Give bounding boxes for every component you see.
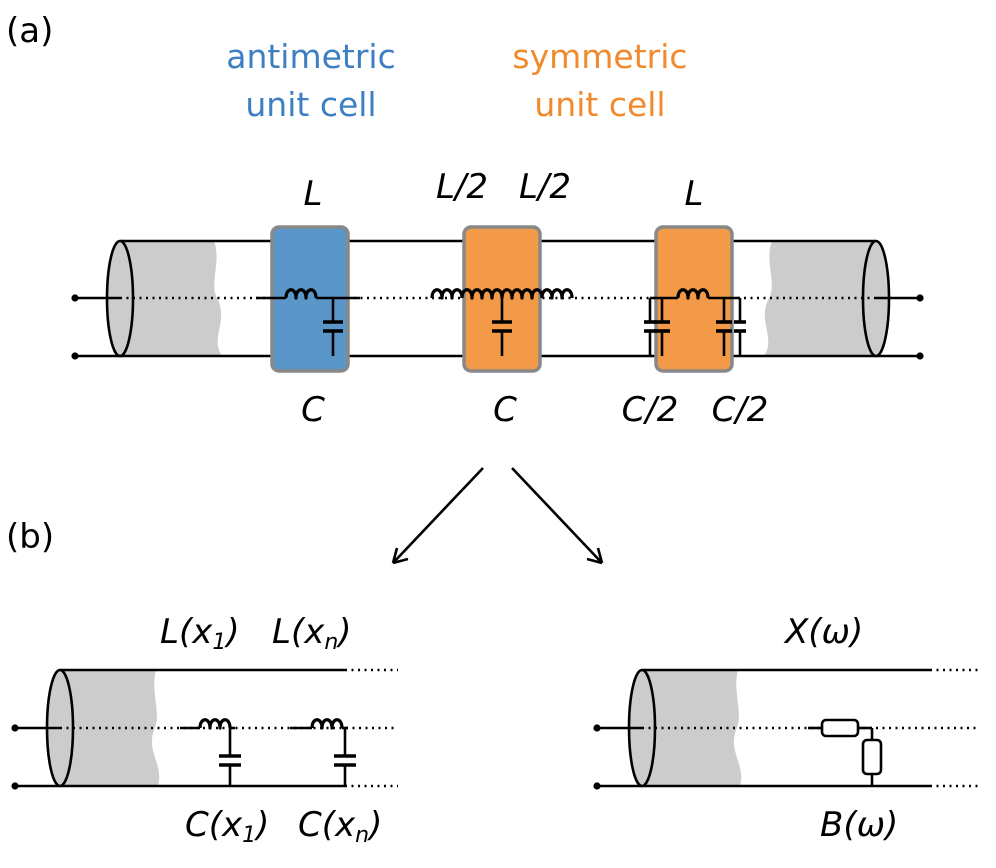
cell1-circuit [256,288,360,356]
inductor-icon [198,718,232,730]
inductor-icon [460,288,504,300]
label-L-xn: L(xn) [272,612,352,655]
cell3-left-capacitance-label: C/2 [622,390,679,430]
antimetric-title: antimetric unit cell [226,37,396,124]
cell2-circuit [430,288,574,356]
inductor-icon [430,288,464,300]
label-L-x1: L(x1) [160,612,240,655]
label-X-omega: X(ω) [783,612,863,652]
antimetric-title-line1: antimetric [226,37,396,76]
inductor-icon [676,288,710,300]
cell1-inductance-label: L [304,174,323,214]
panel-b-left-cable [11,668,398,790]
arrow-left-icon [391,467,484,565]
label-B-omega: B(ω) [820,805,898,845]
cell2-capacitance-label: C [493,390,517,430]
cell2-left-inductance-label: L/2 [436,167,488,207]
inductor-icon [310,718,344,730]
symmetric-title-line1: symmetric [512,37,687,76]
cable-left-shade [120,241,222,356]
cell3-right-capacitance-label: C/2 [712,390,769,430]
inductor-icon [284,288,318,300]
panel-b-left-circuit [180,718,356,786]
panel-b-right-cable [593,668,980,790]
terminal-left [71,294,120,360]
cell1-capacitance-label: C [301,390,325,430]
cell3-circuit [644,288,746,356]
panel-b-right-circuit [808,718,883,786]
symmetric-title: symmetric unit cell [512,37,687,124]
label-C-xn: C(xn) [298,805,382,848]
panel-a-label: (a) [6,11,53,51]
symmetric-title-line2: unit cell [534,85,665,124]
cell2-right-inductance-label: L/2 [519,167,571,207]
cable-right-shade [764,241,876,356]
admittance-icon [861,738,883,776]
label-C-x1: C(x1) [185,805,269,848]
impedance-icon [820,718,860,738]
terminal-right [876,294,924,360]
inductor-icon [540,288,574,300]
inductor-icon [500,288,544,300]
antimetric-title-line2: unit cell [245,85,376,124]
panel-b-label: (b) [6,517,54,557]
arrow-right-icon [511,467,604,565]
cell3-inductance-label: L [685,174,704,214]
